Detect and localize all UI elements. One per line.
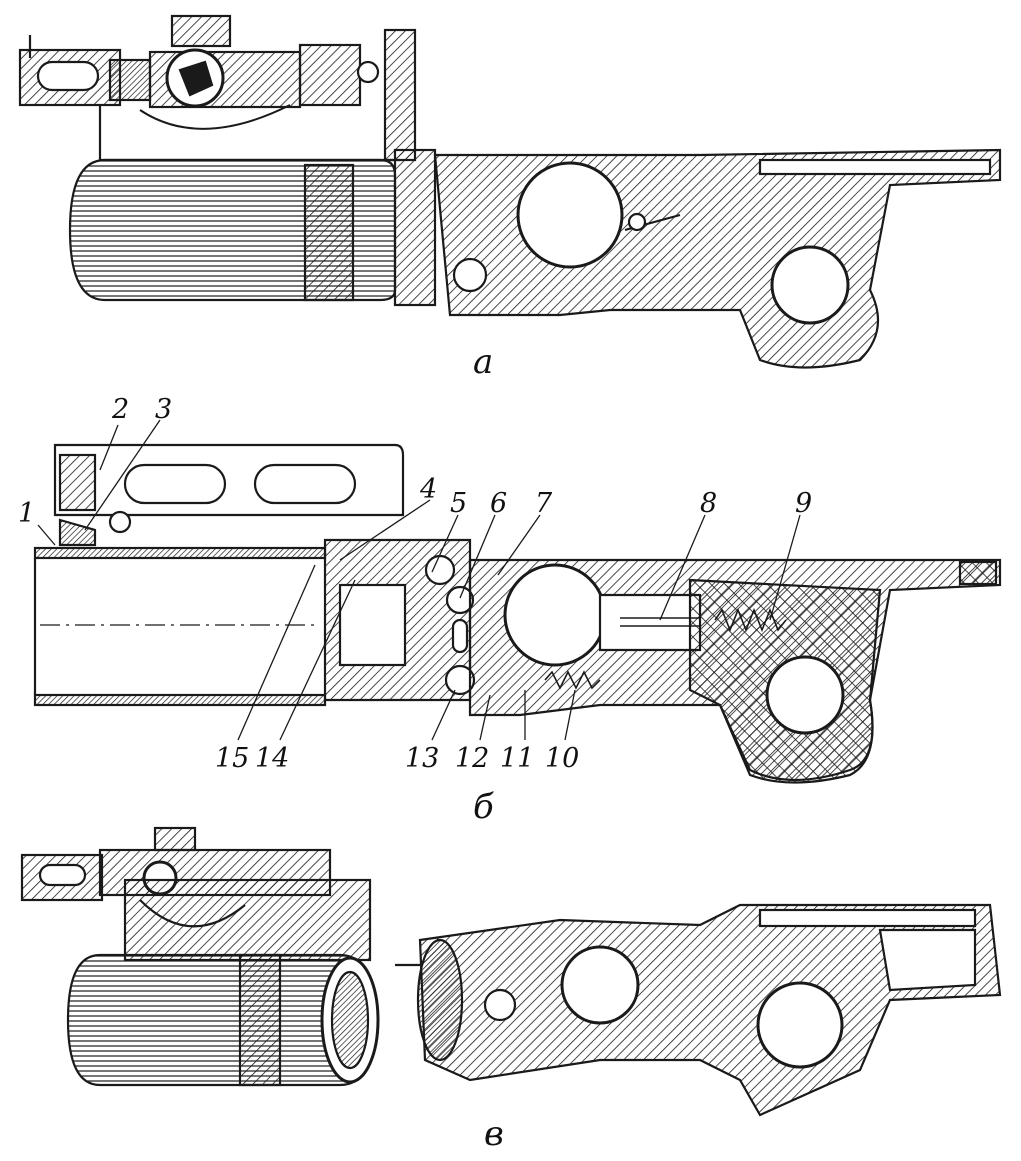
callout-11: 11 xyxy=(500,743,535,774)
callout-10: 10 xyxy=(545,743,580,774)
callout-15: 15 xyxy=(215,743,250,774)
figure-a-assembled-view xyxy=(18,14,1002,369)
callout-8: 8 xyxy=(700,488,718,519)
callout-2: 2 xyxy=(112,394,130,425)
figure-caption-a: а xyxy=(473,342,494,382)
figure-caption-c: в xyxy=(484,1114,504,1154)
callout-7: 7 xyxy=(535,488,553,519)
figure-c-disassembled-view xyxy=(20,826,1002,1117)
callout-3: 3 xyxy=(155,394,173,425)
figure-b-section-view xyxy=(33,419,1002,784)
callout-14: 14 xyxy=(255,743,290,774)
callout-12: 12 xyxy=(455,743,490,774)
callout-13: 13 xyxy=(405,743,440,774)
callout-5: 5 xyxy=(450,488,468,519)
callout-1: 1 xyxy=(18,498,36,529)
callout-4: 4 xyxy=(420,474,438,505)
callout-6: 6 xyxy=(490,488,508,519)
callout-9: 9 xyxy=(795,488,813,519)
figure-caption-b: б xyxy=(473,787,494,827)
